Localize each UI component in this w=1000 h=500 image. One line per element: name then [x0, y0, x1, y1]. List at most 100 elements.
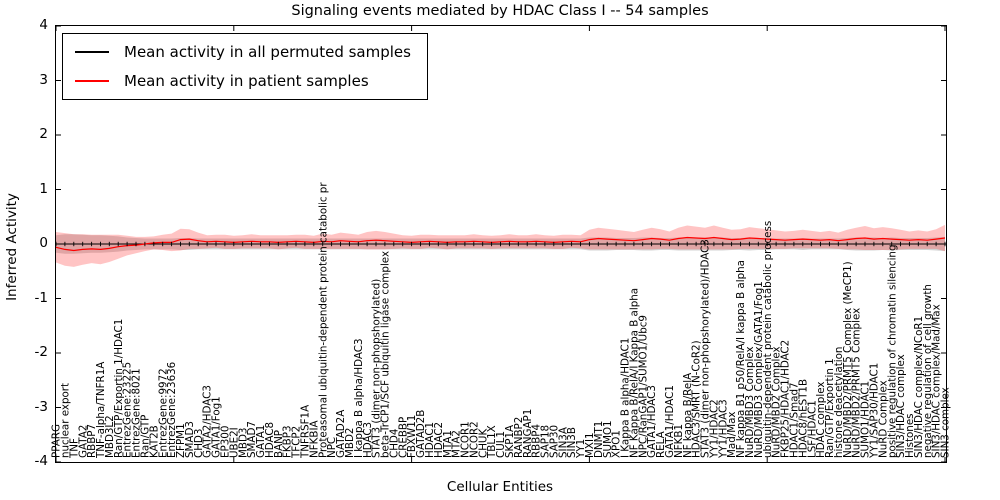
entity-label: SIN3/HDAC complex/NCoR1: [913, 316, 925, 458]
entity-label: RANBP2: [513, 417, 525, 458]
entity-label: GATA1/HDAC3: [646, 385, 658, 458]
entity-label: EntrezGene:23225: [122, 362, 134, 458]
legend-label: Mean activity in patient samples: [124, 72, 369, 90]
entity-label: NF Kappa B/RelA/I Kappa B alpha: [629, 288, 641, 458]
entity-label: CUL1: [495, 431, 507, 458]
entity-label: HDAC3/SMRT (N-CoR2): [691, 340, 703, 458]
entity-label: PPARG: [51, 424, 63, 458]
entity-label: ZFPM1: [175, 423, 187, 458]
entity-label: KAT2B: [148, 425, 160, 458]
entity-label: I kappa B alpha/HDAC3: [353, 339, 365, 459]
entity-label: NF kappa B1 p50/RelA/I kappa B alpha: [735, 260, 747, 458]
entity-label: histone deacetylation: [833, 347, 845, 458]
entity-label: EntrezGene:9972: [157, 368, 169, 458]
entity-label: TNFRSF1A: [300, 405, 312, 459]
entity-label: positive regulation of chromatin silenci…: [886, 245, 898, 459]
entity-label: EP300: [220, 426, 232, 458]
entity-label: TNF: [68, 438, 80, 459]
entity-label: CHD4: [388, 429, 400, 458]
entity-label: NuRD/MBD3 Complex/GATA1/Fog1: [753, 281, 765, 458]
entity-label: HDAC8: [264, 422, 276, 458]
chart-title: Signaling events mediated by HDAC Class …: [291, 3, 709, 19]
entity-label: MBD3: [237, 428, 249, 458]
entity-label: MTA2: [451, 430, 463, 458]
entity-label: NFKB1: [673, 424, 685, 458]
entity-label: nuclear export: [60, 383, 72, 458]
entity-label: NPC/RanGAP1/SUMO1/Ubc9: [637, 315, 649, 458]
entity-label: HDAC complex: [815, 382, 827, 458]
entity-label: EntrezGene:8021: [131, 368, 143, 458]
entity-label: STAT3 (dimer non-phopshorylated)/HDAC3: [700, 239, 712, 458]
entity-label: FKBP25/HDAC1/HDAC2: [780, 340, 792, 458]
entity-label: HDAC2: [433, 422, 445, 458]
entity-label: MTA1: [442, 430, 454, 458]
entity-label: SIN3A: [557, 427, 569, 458]
legend-line-swatch: [75, 80, 109, 82]
entity-label: NuRD/MBD3 Complex: [744, 346, 756, 458]
entity-label: beta-TrCP1/SCF ubiquitin ligase complex: [380, 251, 392, 458]
y-tick-label: -3: [34, 398, 48, 415]
entity-label: NuRD/MBD2/PRMT5 Complex (MeCP1): [842, 261, 854, 458]
entity-label: negative regulation of cell growth: [922, 284, 934, 458]
entity-label: NuRD Complex: [877, 380, 889, 458]
entity-label: CREBBP: [397, 417, 409, 458]
entity-label: FKBP3: [282, 426, 294, 459]
entity-label: RBBP7: [86, 424, 98, 458]
entity-label: BANP: [273, 430, 285, 458]
entity-label: NCOR1: [460, 421, 472, 458]
entity-label: DNMT1: [593, 421, 605, 458]
entity-label: SAP18: [540, 425, 552, 458]
entity-label: GATA2: [77, 425, 89, 458]
y-tick-label: 0: [39, 235, 48, 251]
x-axis-label: Cellular Entities: [446, 479, 554, 495]
entity-label: HDAC8/hEST1B: [797, 379, 809, 458]
y-tick-label: -1: [34, 289, 48, 306]
entity-label: GATA1/HDAC1: [664, 385, 676, 458]
entity-label: SMAD7: [246, 421, 258, 458]
entity-label: LSF/HDAC1: [806, 400, 818, 458]
entity-label: NFKBIA: [308, 420, 320, 458]
entity-label: HDAC1: [424, 422, 436, 458]
entity-label: Proteasomal ubiquitin-dependent protein …: [317, 182, 329, 458]
entity-label: YY1/SAP30/HDAC1: [869, 363, 881, 459]
entity-label: Mad/Max: [726, 412, 738, 459]
entity-label: Ran/GTP/Exportin 1/HDAC1: [113, 319, 125, 458]
entity-label: TBL1X: [486, 425, 498, 459]
entity-label: EntrezGene:23636: [166, 362, 178, 458]
entity-label: UBE2I: [228, 427, 240, 458]
entity-label: SKP1A: [504, 425, 516, 458]
entity-label: SAP30: [548, 425, 560, 458]
entity-label: I Kappa B alpha/HDAC1: [620, 338, 632, 458]
entity-label: YY1/HDAC3: [717, 399, 729, 459]
entity-label: SIN3/HDAC complex/Mad/Max: [931, 304, 943, 458]
entity-label: SUMO1: [602, 420, 614, 458]
entity-label: YY1: [575, 439, 587, 459]
entity-label: MXI1: [584, 432, 596, 458]
legend-item: Mean activity in patient samples: [75, 72, 411, 90]
entity-label: Ran/GTP/Exportin 1: [824, 358, 836, 458]
y-tick-label: 1: [39, 180, 48, 197]
entity-label: GATA2/HDAC3: [202, 385, 214, 458]
y-tick-label: 3: [39, 71, 48, 88]
entity-label: GATAD2B: [415, 410, 427, 458]
entity-label: NPC: [326, 437, 338, 458]
entity-label: XPO1: [611, 430, 623, 458]
entity-label: TFCP2: [291, 426, 303, 459]
legend-line-swatch: [75, 51, 109, 53]
entity-label: Ran/GTP: [140, 415, 152, 458]
entity-label: GATA1: [255, 425, 267, 458]
entity-label: HDAC1/Smad7: [789, 382, 801, 458]
entity-label: NuRD/MBD2/PRMT5 Complex: [851, 308, 863, 458]
entity-label: RELA: [655, 431, 667, 458]
entity-label: SIN3B: [566, 427, 578, 458]
entity-label: SUMO1/HDAC1: [860, 381, 872, 458]
entity-label: HDAC3: [362, 422, 374, 458]
y-tick-label: 2: [39, 126, 48, 142]
entity-label: MBD2: [344, 428, 356, 458]
y-tick-label: -2: [34, 344, 48, 360]
y-tick-label: -4: [34, 453, 48, 469]
